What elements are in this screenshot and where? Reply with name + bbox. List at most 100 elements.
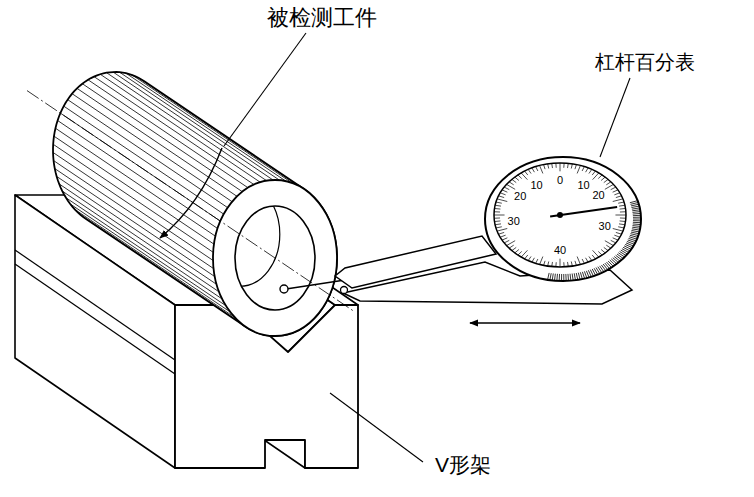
dial-tick (616, 196, 622, 198)
surface-hatching (126, 73, 286, 181)
dial-tick (525, 255, 528, 259)
surface-hatching (77, 88, 237, 196)
dial-tick (499, 196, 505, 198)
bezel-knurling (618, 253, 624, 257)
surface-hatching (62, 191, 222, 299)
dial-tick (555, 163, 556, 168)
dial-tick (540, 166, 543, 174)
surface-hatching (88, 80, 248, 188)
bezel-knurling (561, 274, 562, 281)
dial-tick (528, 256, 531, 260)
bezel-knurling (554, 274, 556, 281)
part-name: V形架 (435, 453, 491, 476)
dial-tick (589, 256, 592, 260)
dial-tick (512, 179, 516, 182)
stylus-ball (280, 285, 288, 293)
bezel-knurling (631, 232, 639, 234)
dial-tick (620, 211, 626, 212)
bezel-knurling (633, 223, 641, 225)
dial-tick (532, 258, 535, 262)
bezel-knurling (580, 272, 582, 279)
bezel-knurling (630, 234, 638, 236)
dial-tick (593, 173, 599, 180)
dial-tick (532, 168, 535, 172)
bezel-knurling (574, 273, 575, 280)
surface-hatching (138, 78, 298, 186)
bezel-knurling (607, 262, 612, 267)
dial-tick (551, 163, 553, 168)
dial-tick (563, 163, 564, 168)
dial-tick (577, 257, 580, 265)
dial-tick (601, 249, 605, 252)
surface-hatching (54, 161, 214, 269)
dial-numeral: 10 (530, 179, 542, 191)
dial-tick (497, 228, 507, 231)
dial-tick (571, 261, 572, 266)
needle-hub (557, 212, 563, 218)
dial-tick (571, 164, 572, 169)
bezel-knurling (550, 273, 551, 280)
dial-tick (495, 223, 501, 225)
dial-face (494, 163, 626, 267)
dial-tick (577, 166, 580, 174)
dial-tick (518, 175, 522, 179)
surface-hatching (70, 204, 230, 312)
dial-tick (586, 168, 589, 172)
bezel-knurling (563, 274, 564, 281)
bezel-knurling (572, 274, 573, 281)
dial-tick (512, 247, 516, 250)
dial-tick (560, 259, 561, 267)
dial-tick (611, 187, 616, 190)
dial-tick (540, 257, 543, 265)
dial-tick (567, 163, 569, 168)
dial-tick (604, 179, 608, 182)
dial-tick (521, 250, 527, 257)
dial-tick (518, 251, 522, 255)
surface-hatching (64, 106, 224, 214)
surface-hatching (94, 77, 254, 185)
dial-tick (619, 205, 625, 207)
dial-tick (563, 262, 564, 267)
bezel-knurling (617, 254, 623, 258)
block-groove (15, 264, 175, 374)
bezel-knurling (632, 210, 640, 211)
bezel-knurling (633, 217, 641, 218)
dial-tick (525, 171, 528, 175)
bezel-knurling (570, 274, 572, 281)
bezel-knurling (586, 271, 589, 278)
dial-tick (620, 220, 626, 222)
dial-tick (544, 165, 545, 170)
dial-tick (601, 177, 605, 180)
bezel-knurling (578, 273, 580, 280)
surface-hatching (82, 84, 242, 192)
dial-tick (504, 240, 509, 243)
dial-tick (499, 232, 505, 234)
dial-tick (586, 258, 589, 262)
dial-tick (495, 220, 501, 222)
rotation-arrow (160, 148, 222, 238)
bezel-knurling (630, 201, 638, 203)
dial-tick (509, 245, 514, 248)
dial-tick (495, 208, 501, 210)
bezel-knurling (632, 211, 640, 213)
lever-dial-indicator (280, 157, 641, 323)
axis-line (27, 91, 355, 312)
dial-tick (592, 255, 595, 259)
bezel-knurling (620, 251, 626, 255)
bezel-knurling (552, 273, 553, 280)
dial-tick (620, 217, 626, 218)
bezel-knurling (613, 258, 619, 263)
dial-tick (582, 167, 584, 171)
bore-inner-edge (200, 182, 280, 286)
surface-hatching (55, 169, 215, 277)
surface-hatching (68, 100, 228, 208)
bezel-knurling (632, 227, 640, 228)
dial-tick (616, 232, 622, 234)
bezel-knurling (621, 250, 628, 254)
bezel-knurling (608, 261, 613, 266)
pivot (341, 287, 348, 294)
dial-tick (551, 262, 553, 267)
bezel-knurling (548, 273, 550, 280)
